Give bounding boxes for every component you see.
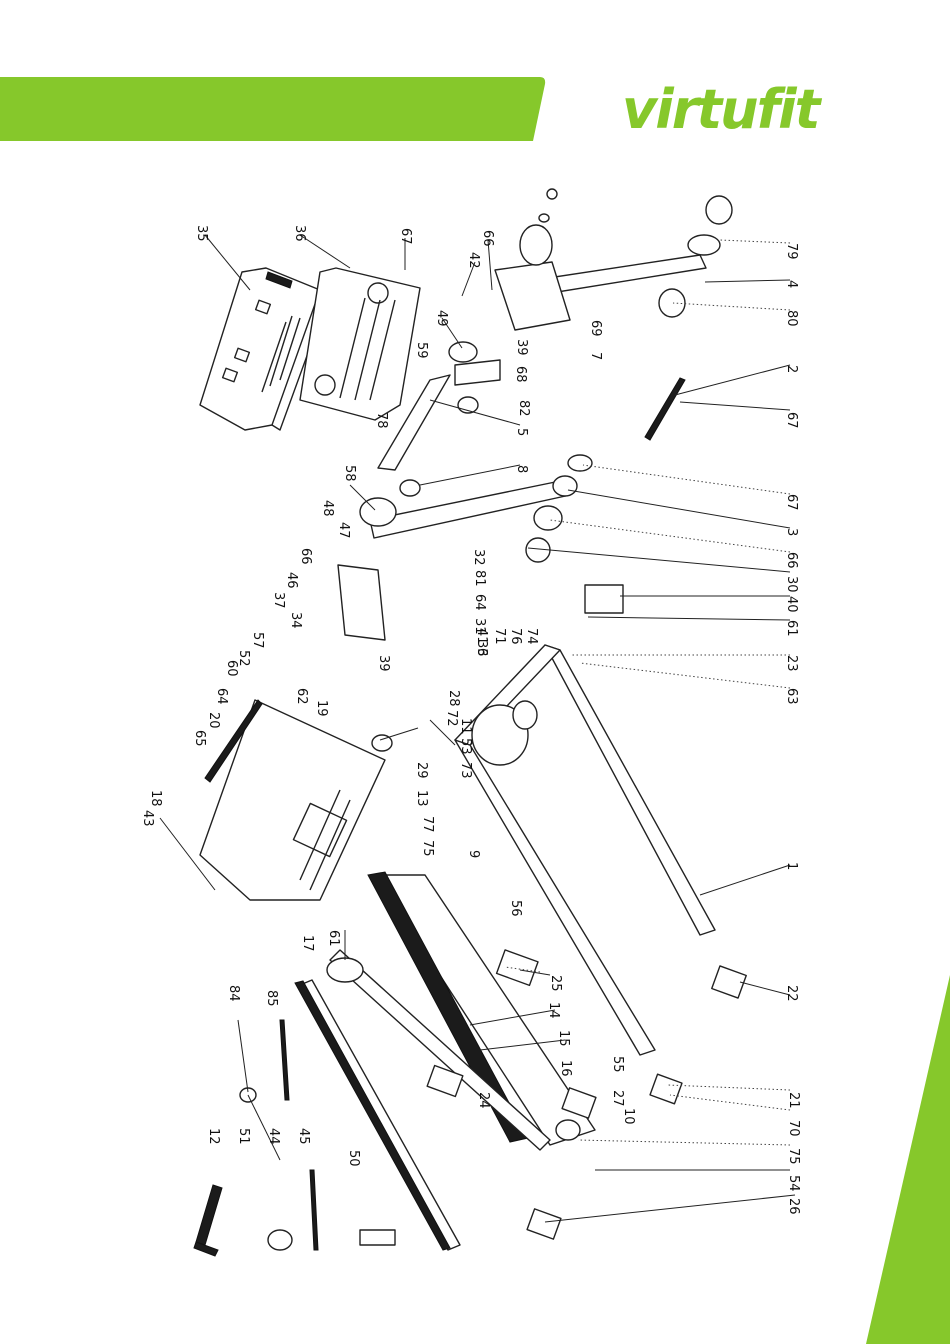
- part-number-label: 27: [610, 1090, 625, 1107]
- part-number-label: 8: [514, 465, 529, 473]
- part-number-label: 32: [471, 549, 486, 566]
- part-number-label: 58: [342, 465, 357, 482]
- part-number-label: 39: [376, 655, 391, 672]
- motor-cover-part: [200, 700, 385, 900]
- part-number-label: 10: [621, 1108, 636, 1125]
- part-number-label: 61: [326, 930, 341, 947]
- part-number-label: 21: [786, 1092, 801, 1109]
- part-number-label: 70: [786, 1120, 801, 1137]
- part-number-label: 22: [784, 985, 799, 1002]
- part-number-label: 30: [784, 576, 799, 593]
- part-number-label: 37: [271, 592, 286, 609]
- part-number-label: 57: [250, 632, 265, 649]
- part-number-label: 64: [472, 594, 487, 611]
- part-number-label: 50: [346, 1150, 361, 1167]
- part-number-label: 25: [548, 975, 563, 992]
- part-number-label: 26: [786, 1198, 801, 1215]
- part-number-label: 74: [524, 628, 539, 645]
- part-number-label: 36: [292, 225, 307, 242]
- part-number-label: 71: [492, 628, 507, 645]
- part-number-label: 78: [374, 412, 389, 429]
- part-number-label: 28: [446, 690, 461, 707]
- part-number-label: 66: [784, 552, 799, 569]
- part-number-label: 59: [414, 342, 429, 359]
- part-number-label: 66: [298, 548, 313, 565]
- part-number-label: 77: [420, 816, 435, 833]
- part-number-label: 47: [336, 522, 351, 539]
- part-number-label: 76: [508, 628, 523, 645]
- part-number-label: 75: [420, 840, 435, 857]
- part-number-label: 4: [784, 280, 799, 288]
- part-number-label: 43: [140, 810, 155, 827]
- part-number-label: 9: [466, 850, 481, 858]
- rail-part: [645, 378, 685, 440]
- part-number-label: 67: [784, 494, 799, 511]
- part-number-label: 55: [610, 1056, 625, 1073]
- part-number-label: 18: [148, 790, 163, 807]
- part-number-label: 75: [786, 1148, 801, 1165]
- part-number-label: 5: [514, 428, 529, 436]
- part-number-label: 63: [784, 688, 799, 705]
- part-number-label: 40: [784, 596, 799, 613]
- part-number-label: 34: [288, 612, 303, 629]
- part-number-label: 42: [466, 252, 481, 269]
- part-number-label: 1: [784, 862, 799, 870]
- part-number-label: 62: [294, 688, 309, 705]
- part-number-label: 17: [300, 935, 315, 952]
- part-number-label: 81: [472, 570, 487, 587]
- part-number-label: 66: [480, 230, 495, 247]
- part-number-label: 39: [514, 339, 529, 356]
- part-number-label: 46: [284, 572, 299, 589]
- part-number-label: 41: [474, 628, 489, 645]
- part-number-label: 56: [508, 900, 523, 917]
- part-number-label: 45: [296, 1128, 311, 1145]
- part-number-label: 15: [556, 1030, 571, 1047]
- part-number-label: 67: [398, 228, 413, 245]
- part-number-label: 29: [414, 762, 429, 779]
- upright-left: [338, 455, 623, 640]
- part-number-label: 23: [784, 655, 799, 672]
- part-number-label: 80: [784, 310, 799, 327]
- part-number-label: 16: [558, 1060, 573, 1077]
- part-number-label: 72: [444, 710, 459, 727]
- deck-part: [295, 872, 595, 1250]
- part-number-label: 85: [264, 990, 279, 1007]
- part-number-label: 53: [458, 738, 473, 755]
- part-number-label: 84: [226, 985, 241, 1002]
- part-number-label: 69: [588, 320, 603, 337]
- part-number-label: 48: [320, 500, 335, 517]
- console-back-part: [300, 268, 420, 420]
- part-number-label: 12: [206, 1128, 221, 1145]
- part-number-label: 51: [236, 1128, 251, 1145]
- part-number-label: 68: [513, 366, 528, 383]
- part-number-label: 82: [516, 400, 531, 417]
- part-number-label: 65: [192, 730, 207, 747]
- part-number-label: 49: [434, 310, 449, 327]
- part-number-label: 11: [458, 718, 473, 735]
- part-number-label: 44: [266, 1128, 281, 1145]
- part-number-label: 24: [476, 1092, 491, 1109]
- part-number-label: 2: [784, 365, 799, 373]
- part-number-label: 14: [546, 1002, 561, 1019]
- part-number-label: 3: [784, 528, 799, 536]
- part-number-label: 64: [214, 688, 229, 705]
- part-number-label: 35: [194, 225, 209, 242]
- upright-right: [495, 189, 732, 330]
- part-number-label: 73: [458, 762, 473, 779]
- part-number-label: 7: [588, 352, 603, 360]
- part-number-label: 67: [784, 412, 799, 429]
- part-number-label: 61: [784, 620, 799, 637]
- part-number-label: 79: [784, 243, 799, 260]
- part-number-label: 54: [786, 1175, 801, 1192]
- part-number-label: 19: [314, 700, 329, 717]
- part-number-label: 13: [414, 790, 429, 807]
- part-number-label: 6: [474, 648, 489, 656]
- part-number-label: 60: [224, 660, 239, 677]
- part-number-label: 20: [206, 712, 221, 729]
